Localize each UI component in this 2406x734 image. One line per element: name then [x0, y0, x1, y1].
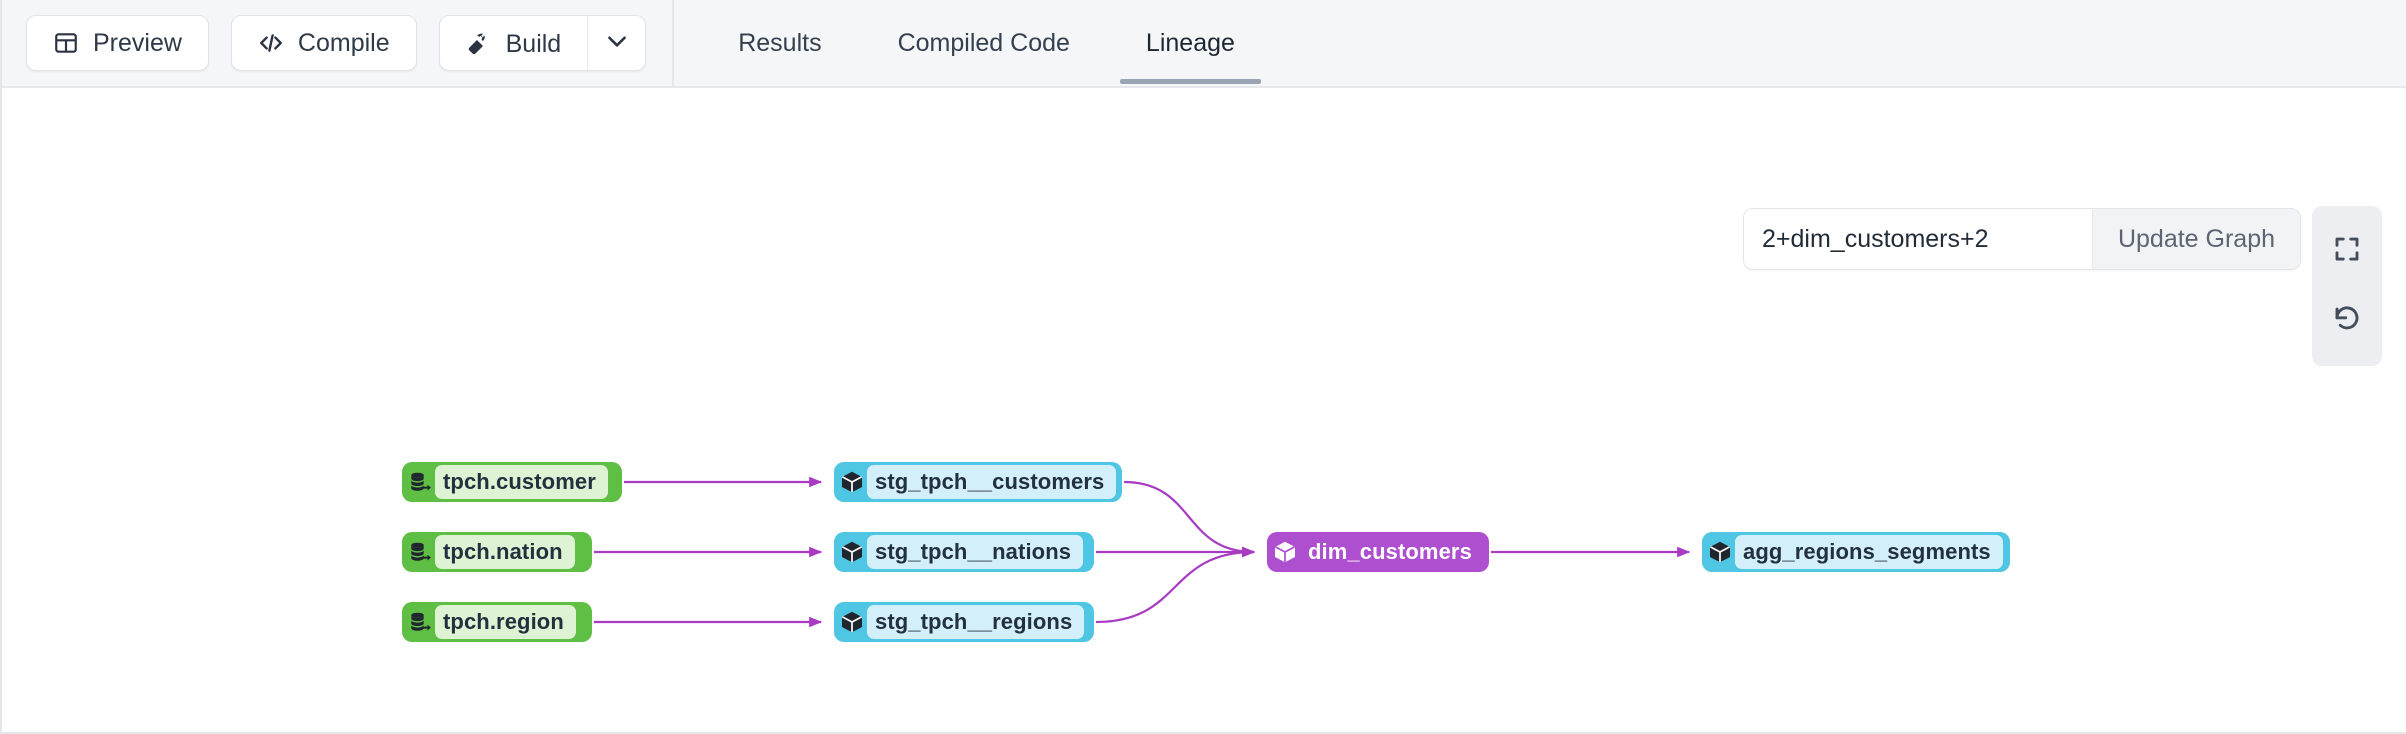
code-icon [258, 30, 284, 56]
lineage-canvas[interactable]: tpch.customer tpch.nation tpch.region st… [2, 88, 2406, 732]
tab-bar: Results Compiled Code Lineage [674, 0, 1285, 87]
action-button-group: Preview Compile [26, 15, 647, 72]
cube-icon [1270, 535, 1300, 569]
lineage-node-label: tpch.region [435, 605, 576, 639]
compile-button[interactable]: Compile [230, 15, 417, 71]
reset-icon [2332, 304, 2362, 339]
tab-lineage-label: Lineage [1145, 28, 1235, 57]
cube-icon [1705, 535, 1735, 569]
database-icon [405, 535, 435, 569]
lineage-node-dim_customers[interactable]: dim_customers [1267, 532, 1489, 572]
graph-selector-input[interactable] [1744, 209, 2092, 269]
top-toolbar: Preview Compile [2, 0, 2406, 88]
database-icon [405, 605, 435, 639]
lineage-node-label: stg_tpch__nations [867, 535, 1084, 569]
graph-selector-bar: Update Graph [1743, 208, 2301, 270]
toolbar-divider [672, 0, 675, 87]
preview-button-label: Preview [93, 28, 182, 57]
lineage-node-label: agg_regions_segments [1735, 535, 2003, 569]
build-dropdown-button[interactable] [587, 16, 645, 70]
compile-button-label: Compile [297, 28, 390, 57]
graph-controls-panel [2312, 206, 2382, 366]
cube-icon [837, 605, 867, 639]
tab-compiled-code[interactable]: Compiled Code [872, 0, 1096, 87]
reset-graph-button[interactable] [2312, 286, 2382, 356]
lineage-node-label: stg_tpch__customers [867, 465, 1117, 499]
lineage-graph: tpch.customer tpch.nation tpch.region st… [2, 88, 2406, 732]
chevron-down-icon [604, 28, 630, 59]
update-graph-label: Update Graph [2117, 224, 2276, 253]
lineage-edges [593, 476, 1691, 628]
lineage-node-stg_tpch__customers[interactable]: stg_tpch__customers [834, 462, 1122, 502]
lineage-edge [1095, 546, 1256, 624]
hammer-icon [466, 31, 492, 57]
lineage-node-label: tpch.customer [435, 465, 608, 499]
lineage-node-label: stg_tpch__regions [867, 605, 1085, 639]
lineage-node-label: dim_customers [1308, 539, 1472, 564]
cube-icon [837, 465, 867, 499]
lineage-edge [1123, 480, 1256, 558]
tab-lineage[interactable]: Lineage [1119, 0, 1261, 87]
lineage-node-tpch_customer[interactable]: tpch.customer [402, 462, 622, 502]
database-icon [405, 465, 435, 499]
fullscreen-button[interactable] [2312, 216, 2382, 286]
cube-icon [837, 535, 867, 569]
lineage-node-tpch_nation[interactable]: tpch.nation [402, 532, 592, 572]
update-graph-button[interactable]: Update Graph [2092, 209, 2300, 269]
build-button-label: Build [505, 29, 562, 58]
lineage-node-stg_tpch__nations[interactable]: stg_tpch__nations [834, 532, 1094, 572]
lineage-node-agg_regions_segments[interactable]: agg_regions_segments [1702, 532, 2010, 572]
tab-compiled-code-label: Compiled Code [897, 28, 1070, 57]
fullscreen-icon [2332, 234, 2362, 269]
lineage-node-tpch_region[interactable]: tpch.region [402, 602, 592, 642]
lineage-node-stg_tpch__regions[interactable]: stg_tpch__regions [834, 602, 1094, 642]
tab-results[interactable]: Results [712, 0, 847, 87]
build-button[interactable]: Build [440, 16, 588, 72]
table-icon [53, 30, 79, 56]
lineage-node-label: tpch.nation [435, 535, 575, 569]
build-split-button: Build [438, 15, 647, 72]
preview-button[interactable]: Preview [26, 15, 209, 71]
tab-results-label: Results [738, 28, 822, 57]
